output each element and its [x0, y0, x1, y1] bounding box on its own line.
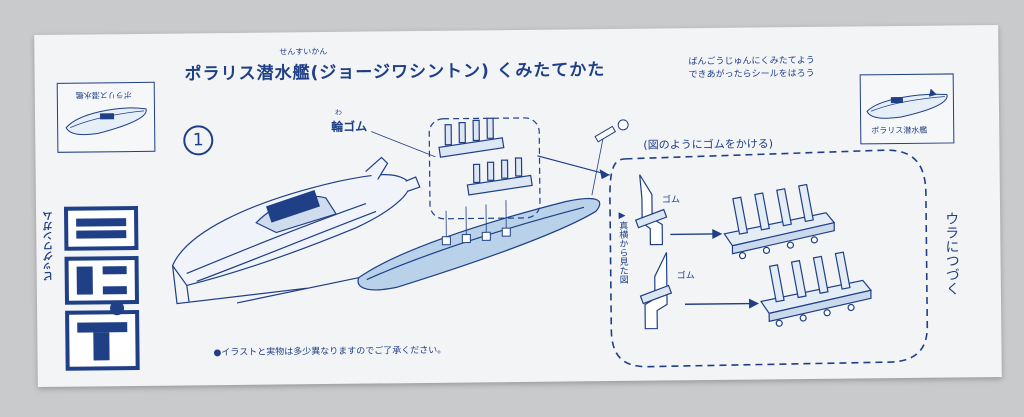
submarine-thumbnail-right: ポラリス潜水艦 — [859, 73, 955, 145]
submarine-hull-bottom-icon — [236, 197, 601, 304]
footnote: ●イラストと実物は多少異なりますのでご了承ください。 — [213, 345, 447, 359]
submarine-thumbnail-left: ポラリス潜水艦 — [56, 81, 156, 153]
continue-on-back-label: ウラにつづく — [943, 211, 960, 296]
screw-part-icon — [594, 119, 629, 143]
parts-group-outline — [428, 117, 541, 220]
rubber-label-bottom: ゴム — [676, 271, 695, 282]
hook-side-view-bottom-icon — [639, 252, 673, 330]
submarine-hull-top-icon — [171, 156, 421, 305]
submarine-thumbnail-right-icon — [866, 88, 948, 119]
submarine-thumbnail-left-icon — [65, 107, 147, 136]
pointer-arrow — [537, 155, 610, 176]
assembly-guide-lines — [371, 131, 604, 241]
detail-region-outline — [609, 149, 929, 368]
arrow-bottom — [685, 302, 752, 305]
missile-rack-parts-icon — [438, 117, 533, 196]
peg-icons — [441, 227, 511, 246]
big1-gum-logo: ビッグワンガム — [42, 204, 148, 385]
assembly-diagram — [171, 117, 929, 368]
rack-with-rubber-top-icon — [723, 183, 836, 260]
hook-side-view-top-icon — [634, 174, 668, 246]
rack-with-rubber-bottom-icon — [760, 251, 872, 327]
rubber-label-top: ゴム — [661, 195, 681, 206]
rubber-ring-ruby: わ — [334, 108, 343, 117]
big1-logo-icon — [63, 205, 140, 371]
instruction-sheet: せんすいかん ポラリス潜水艦(ジョージワシントン) くみたてかた ばんごうじゅん… — [34, 24, 1002, 388]
hook-instruction-label: (図のようにゴムをかける) — [643, 137, 774, 152]
side-view-label: ▶真横から見た図 — [617, 210, 628, 284]
rubber-ring-label: 輪ゴム — [331, 119, 368, 134]
